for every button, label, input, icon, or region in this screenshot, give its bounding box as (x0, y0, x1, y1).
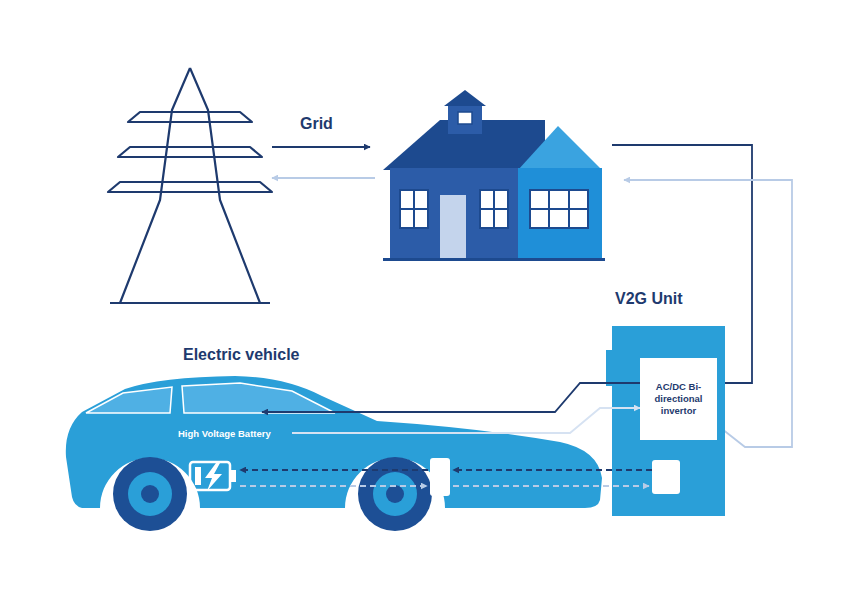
vehicle-heading: Electric vehicle (183, 346, 300, 364)
pylon (108, 68, 272, 303)
house (383, 90, 605, 261)
electric-car (66, 376, 602, 531)
grid-label: Grid (300, 115, 333, 133)
battery-icon (190, 462, 236, 491)
power-connector (262, 383, 640, 412)
battery-label: High Voltage Battery (178, 428, 271, 439)
v2g-unit: V2G UnitAC/DC Bi-directional invertor (605, 290, 730, 518)
inverter-label: AC/DC Bi-directional invertor (646, 381, 711, 417)
v2g-unit-body (606, 326, 725, 516)
power-connector (292, 408, 640, 433)
electric-vehicle: Electric vehicleHigh Voltage Battery (60, 340, 610, 520)
unit-heading: V2G Unit (615, 290, 683, 308)
inverter-box: AC/DC Bi-directional invertor (640, 358, 717, 440)
